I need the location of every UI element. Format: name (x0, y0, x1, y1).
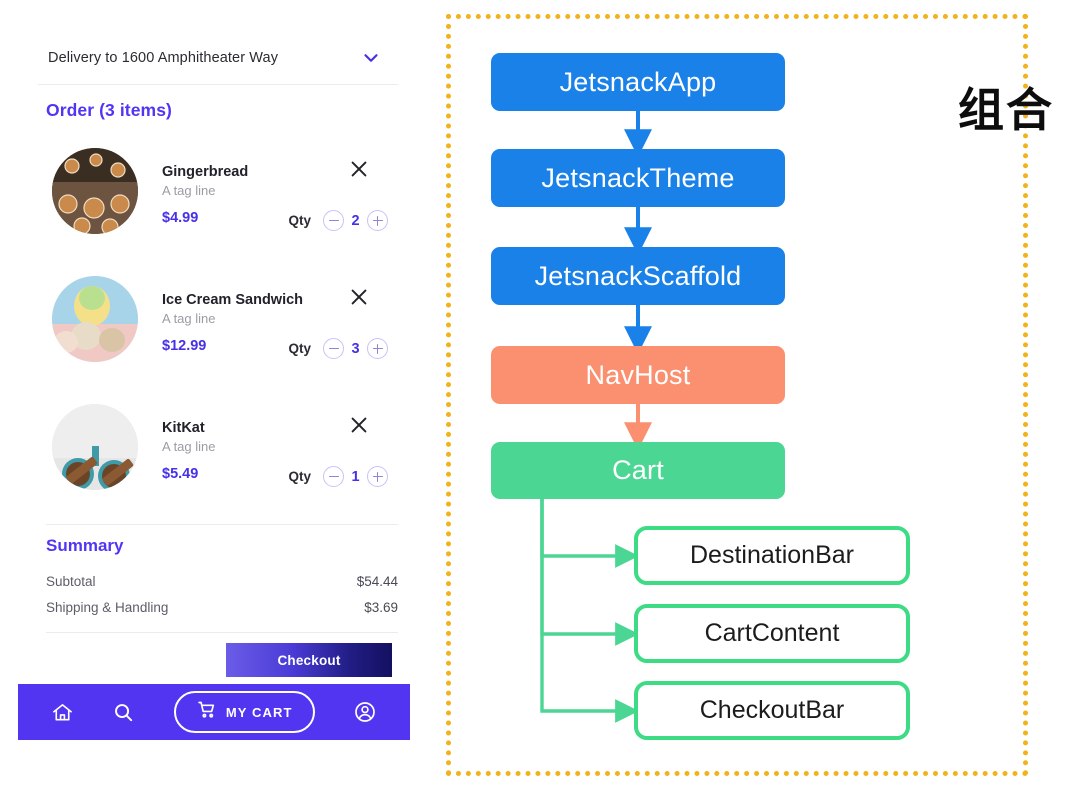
diagram-node-jetsnackscaffold[interactable]: JetsnackScaffold (491, 247, 785, 305)
nav-my-cart-button[interactable]: MY CART (173, 691, 315, 733)
increase-quantity-button[interactable] (367, 210, 388, 231)
product-image-ice-cream-sandwich (52, 276, 138, 362)
diagram-node-cartcontent[interactable]: CartContent (634, 604, 910, 663)
cart-item[interactable]: KitKat A tag line $5.49 Qty 1 (18, 398, 410, 526)
quantity-stepper[interactable]: Qty 1 (288, 466, 388, 487)
decrease-quantity-button[interactable] (323, 338, 344, 359)
quantity-stepper[interactable]: Qty 3 (288, 338, 388, 359)
cart-item-tagline: A tag line (162, 183, 216, 199)
bottom-navigation-bar: MY CART (18, 684, 410, 740)
cart-item-price: $4.99 (162, 210, 199, 227)
composition-annotation-label: 组合 (958, 83, 1054, 137)
quantity-value: 1 (351, 468, 360, 485)
delivery-address-row[interactable]: Delivery to 1600 Amphitheater Way (18, 32, 410, 84)
order-header: Order (3 items) (46, 100, 172, 120)
quantity-value: 3 (351, 340, 360, 357)
nav-search-button[interactable] (112, 701, 135, 724)
cart-item-name: Ice Cream Sandwich (162, 292, 304, 308)
summary-label: Subtotal (46, 574, 96, 589)
product-image-gingerbread (52, 148, 138, 234)
diagram-node-jetsnacktheme[interactable]: JetsnackTheme (491, 149, 785, 207)
cart-item-info: KitKat A tag line $5.49 (162, 420, 362, 482)
decrease-quantity-button[interactable] (323, 210, 344, 231)
divider (46, 632, 398, 633)
app-surface (18, 14, 410, 740)
diagram-node-cart[interactable]: Cart (491, 442, 785, 499)
divider (46, 524, 398, 525)
qty-label: Qty (288, 341, 311, 356)
summary-row-subtotal: Subtotal $54.44 (46, 574, 398, 589)
cart-item-info: Gingerbread A tag line $4.99 (162, 164, 362, 226)
summary-label: Shipping & Handling (46, 600, 169, 615)
decrease-quantity-button[interactable] (323, 466, 344, 487)
cart-item[interactable]: Ice Cream Sandwich A tag line $12.99 Qty… (18, 270, 410, 398)
qty-label: Qty (288, 213, 311, 228)
cart-item-name: KitKat (162, 420, 205, 436)
cart-item-tagline: A tag line (162, 439, 216, 455)
cart-item-name: Gingerbread (162, 164, 249, 180)
cart-item-info: Ice Cream Sandwich A tag line $12.99 (162, 292, 362, 354)
diagram-node-destinationbar[interactable]: DestinationBar (634, 526, 910, 585)
remove-item-button[interactable] (348, 158, 370, 180)
diagram-node-jetsnackapp[interactable]: JetsnackApp (491, 53, 785, 111)
product-image-kitkat (52, 404, 138, 490)
jetsnack-app-panel: Delivery to 1600 Amphitheater Way Order … (0, 0, 430, 792)
cart-item-price: $5.49 (162, 466, 199, 483)
diagram-node-navhost[interactable]: NavHost (491, 346, 785, 404)
remove-item-button[interactable] (348, 414, 370, 436)
summary-value: $3.69 (364, 600, 398, 615)
summary-value: $54.44 (356, 574, 398, 589)
nav-profile-button[interactable] (353, 700, 377, 724)
quantity-value: 2 (351, 212, 360, 229)
nav-my-cart-label: MY CART (225, 704, 293, 720)
chevron-down-icon[interactable] (360, 47, 382, 69)
cart-item-price: $12.99 (162, 338, 207, 355)
composition-diagram: 组合 JetsnackApp JetsnackTheme JetsnackSca… (430, 0, 1080, 792)
checkout-button[interactable]: Checkout (226, 643, 392, 677)
dotted-boundary-frame (446, 14, 1028, 776)
summary-title: Summary (46, 536, 124, 555)
nav-home-button[interactable] (51, 701, 74, 724)
cart-item[interactable]: Gingerbread A tag line $4.99 Qty 2 (18, 142, 410, 270)
increase-quantity-button[interactable] (367, 338, 388, 359)
remove-item-button[interactable] (348, 286, 370, 308)
delivery-address-label: Delivery to 1600 Amphitheater Way (48, 50, 279, 66)
increase-quantity-button[interactable] (367, 466, 388, 487)
qty-label: Qty (288, 469, 311, 484)
shopping-cart-icon (196, 699, 217, 725)
quantity-stepper[interactable]: Qty 2 (288, 210, 388, 231)
summary-row-shipping: Shipping & Handling $3.69 (46, 600, 398, 615)
diagram-node-checkoutbar[interactable]: CheckoutBar (634, 681, 910, 740)
cart-item-list: Gingerbread A tag line $4.99 Qty 2 (18, 142, 410, 526)
divider (38, 84, 398, 85)
cart-item-tagline: A tag line (162, 311, 216, 327)
